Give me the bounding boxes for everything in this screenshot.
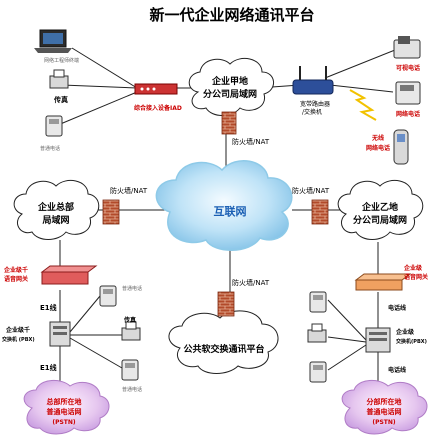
- firewall-left: 防火墙/NAT: [102, 186, 148, 225]
- branch-b-lan-line2: 分公司局域网: [353, 214, 407, 226]
- wifi-phone-label-line2: 网络电话: [366, 144, 390, 152]
- router-label-line1: 宽带路由器: [300, 100, 330, 108]
- hq-pstn-cloud: 总部所在地 普通电话网 (PSTN): [23, 380, 110, 435]
- hq-lan-cloud: 企业总部 局域网: [13, 179, 100, 240]
- diagram-title: 新一代企业网络通讯平台: [149, 6, 314, 24]
- ip-phone-icon: 网络电话: [395, 81, 421, 118]
- branch-b-pbx-icon: 企业级 交换机(PBX): [365, 327, 427, 353]
- branch-b-phone-1-icon: [309, 291, 327, 313]
- branch-b-pbx-line2: 交换机(PBX): [396, 338, 427, 345]
- firewall-left-label: 防火墙/NAT: [110, 186, 148, 195]
- branch-a-lan-line1: 企业甲地: [211, 75, 248, 87]
- firewall-right-label: 防火墙/NAT: [292, 186, 330, 195]
- desk-phone-icon: 普通电话: [40, 115, 63, 152]
- branch-b-pstn-cloud: 分部所在地 普通电话网 (PSTN): [341, 380, 428, 435]
- firewall-top-label: 防火墙/NAT: [232, 137, 270, 146]
- laptop-label: 网络工程师终端: [44, 57, 79, 64]
- hq-gateway-line2: 语音网关: [4, 275, 28, 283]
- wireless-signal-icon: [349, 89, 377, 121]
- branch-b-phone-2-icon: [309, 361, 327, 383]
- branch-b-ext-label: 电话线: [388, 304, 406, 312]
- iad-label: 综合接入设备IAD: [134, 104, 182, 112]
- laptop-icon: 网络工程师终端: [34, 29, 79, 64]
- hq-lan-line1: 企业总部: [37, 201, 74, 213]
- firewall-top: 防火墙/NAT: [221, 111, 270, 146]
- branch-b-pbx-line1: 企业级: [395, 328, 414, 336]
- softswitch-cloud: 公共软交换通讯平台: [168, 310, 279, 374]
- branch-a-lan-line2: 分公司局域网: [203, 88, 257, 100]
- branch-b-lan-line1: 企业乙地: [361, 201, 398, 213]
- fax-label: 传真: [53, 95, 68, 104]
- video-phone-label: 可视电话: [396, 64, 420, 72]
- router-icon: 宽带路由器 /交换机: [292, 66, 334, 116]
- ip-phone-label: 网络电话: [396, 110, 420, 118]
- internet-cloud: 互联网: [155, 160, 293, 251]
- branch-b-ext-label-2: 电话线: [388, 366, 406, 374]
- hq-fax-icon: 传真: [121, 316, 141, 341]
- wifi-phone-icon: 无线 网络电话: [366, 129, 409, 165]
- branch-b-lan-cloud: 企业乙地 分公司局域网: [337, 179, 424, 240]
- video-phone-icon: 可视电话: [393, 36, 421, 72]
- iad-gateway-icon: 综合接入设备IAD: [134, 83, 182, 112]
- branch-b-pstn-line3: (PSTN): [372, 419, 396, 426]
- hq-voice-gateway-icon: 企业级千 语音网关: [3, 265, 98, 285]
- branch-b-pstn-line1: 分部所在地: [367, 397, 402, 406]
- branch-b-gateway-line2: 语音网关: [404, 273, 428, 281]
- firewall-right: 防火墙/NAT: [292, 186, 330, 225]
- hq-pstn-line1: 总部所在地: [47, 397, 82, 406]
- hq-pstn-line3: (PSTN): [52, 419, 76, 426]
- firewall-bottom: 防火墙/NAT: [217, 278, 270, 317]
- hq-phone-2-icon: 普通电话: [121, 359, 142, 393]
- hq-pbx-line1: 企业级千: [5, 326, 30, 334]
- hq-phone-1-label: 普通电话: [122, 285, 142, 292]
- hq-fax-label: 传真: [123, 316, 136, 324]
- branch-a-lan-cloud: 企业甲地 分公司局域网: [188, 57, 274, 116]
- branch-b-gateway-icon: 企业级 语音网关: [354, 264, 428, 291]
- branch-b-gateway-line1: 企业级: [403, 264, 422, 272]
- firewall-bottom-label: 防火墙/NAT: [232, 278, 270, 287]
- hq-e1-top-label: E1线: [40, 303, 57, 312]
- hq-pstn-line2: 普通电话网: [47, 407, 82, 416]
- desk-phone-label: 普通电话: [40, 145, 60, 152]
- hq-pbx-icon: 企业级千 交换机 (PBX): [2, 321, 71, 347]
- router-label-line2: /交换机: [302, 108, 322, 116]
- internet-label: 互联网: [214, 204, 247, 218]
- hq-phone-2-label: 普通电话: [122, 386, 142, 393]
- hq-gateway-line1: 企业级千: [3, 266, 28, 274]
- hq-phone-1-icon: 普通电话: [99, 285, 142, 307]
- hq-lan-line2: 局域网: [42, 214, 69, 226]
- fax-icon: 传真: [49, 69, 69, 104]
- hq-pbx-line2: 交换机 (PBX): [2, 336, 35, 343]
- wifi-phone-label-line1: 无线: [371, 134, 384, 142]
- hq-e1-bottom-label: E1线: [40, 363, 57, 372]
- branch-b-fax-icon: [307, 323, 327, 343]
- branch-b-pstn-line2: 普通电话网: [367, 407, 402, 416]
- softswitch-label: 公共软交换通讯平台: [183, 343, 264, 355]
